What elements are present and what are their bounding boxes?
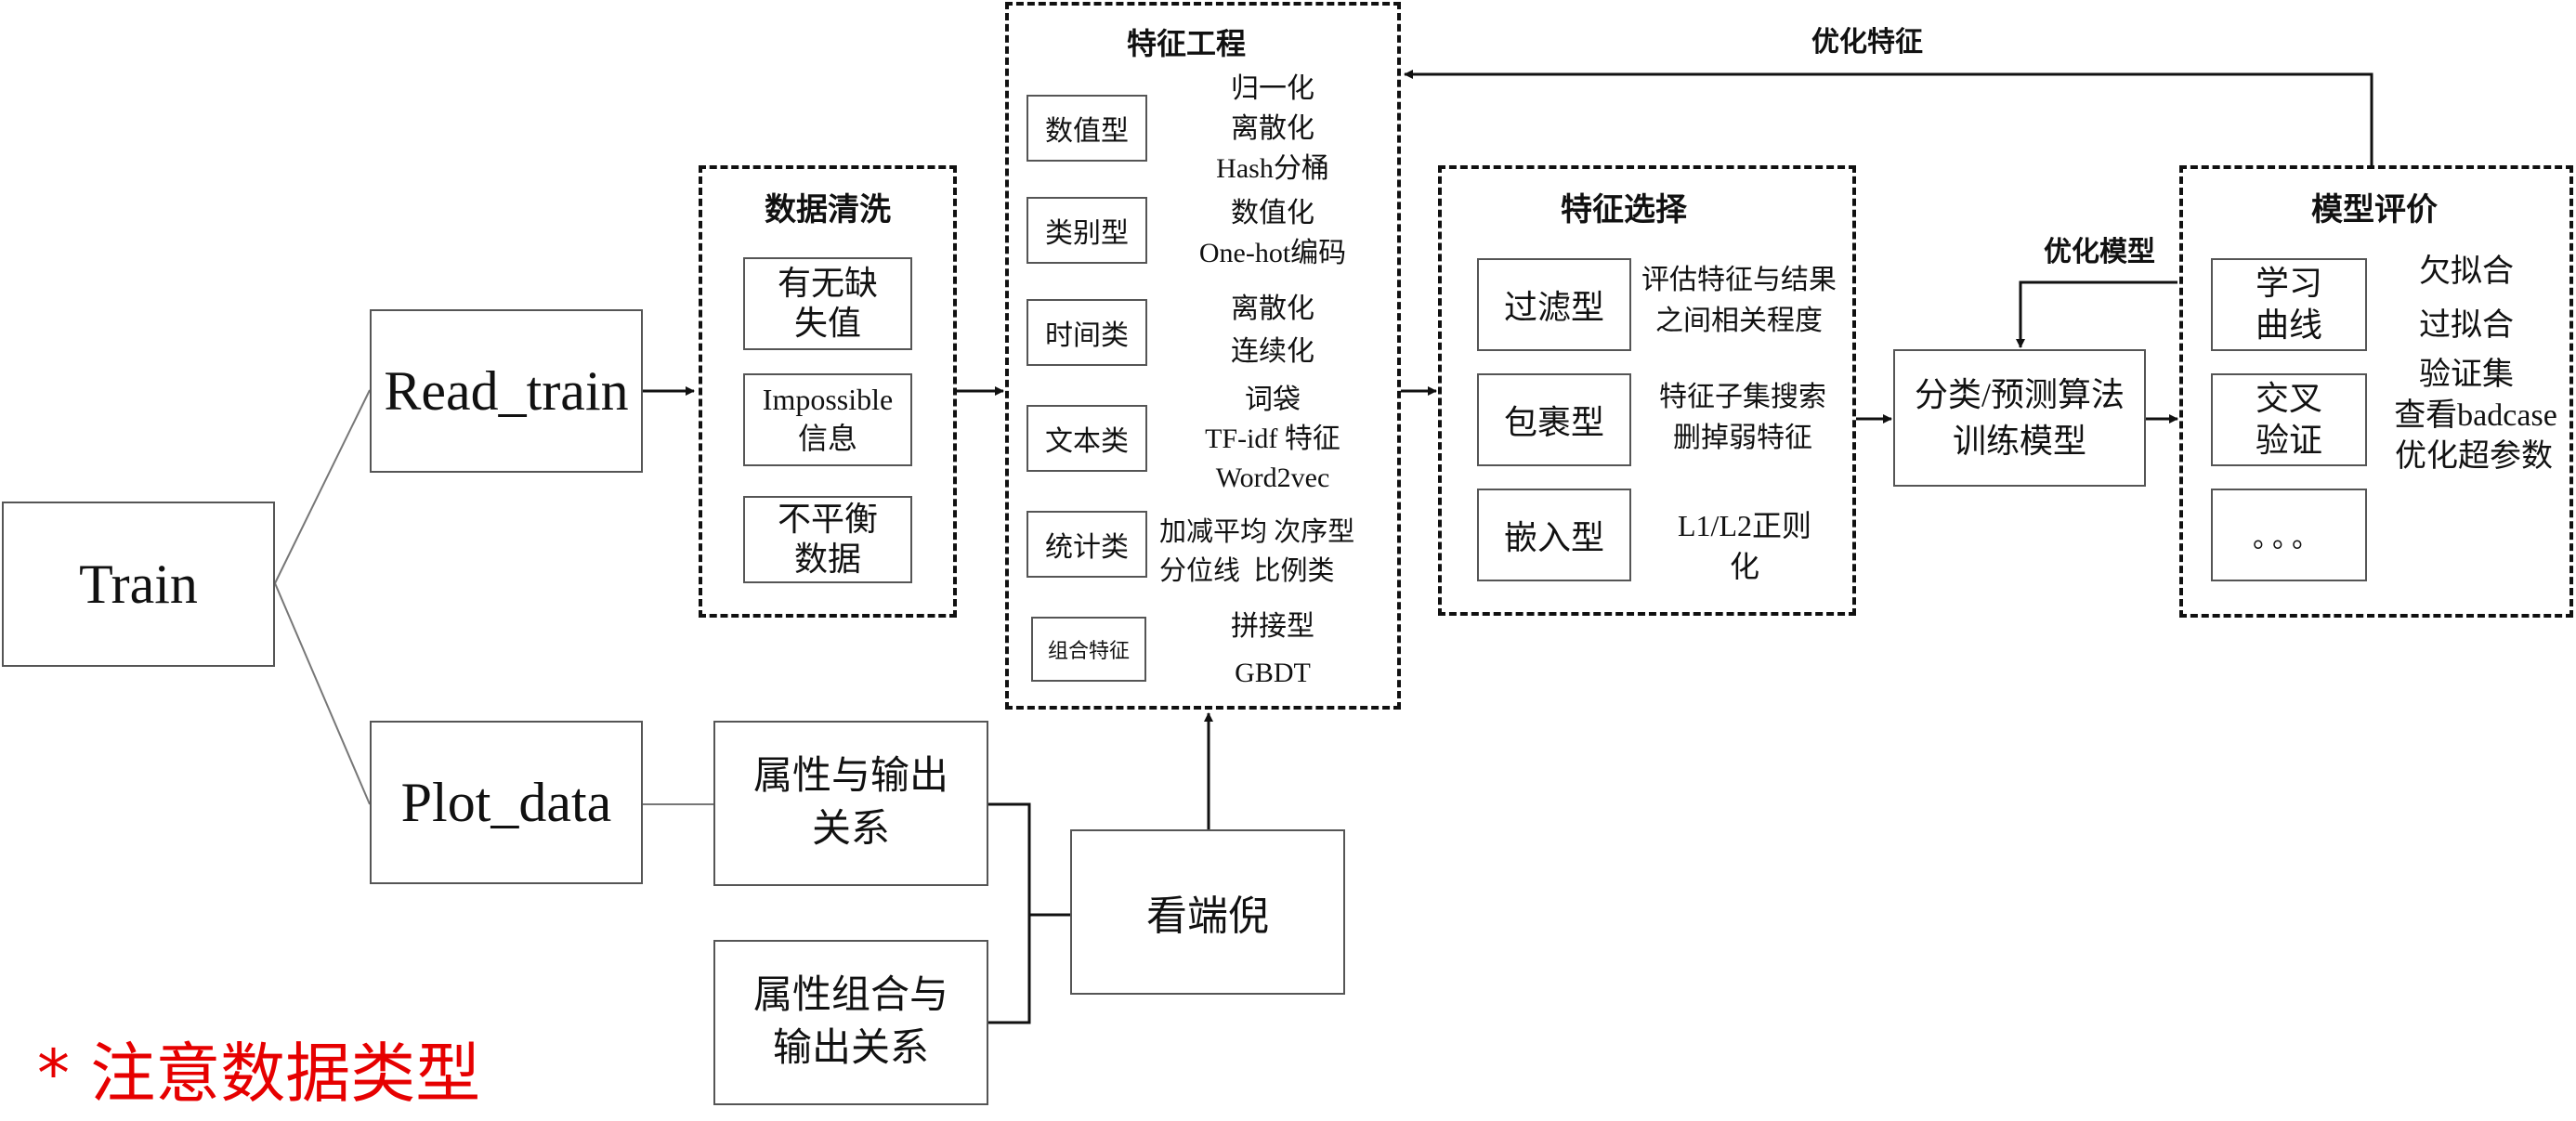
- fe-desc-category-2: One-hot编码: [1198, 238, 1347, 268]
- fe-label-combo-text: 组合特征: [1047, 639, 1130, 662]
- fe-desc-numeric-3: Hash分桶: [1216, 153, 1329, 184]
- eval-note-overfit: 过拟合: [2419, 308, 2514, 343]
- data-type-note: * 注意数据类型: [37, 1036, 481, 1112]
- optimize-feature-label: 优化特征: [1811, 26, 1923, 59]
- optimize-model-label: 优化模型: [2044, 236, 2155, 268]
- fe-desc-category-1: 数值化: [1231, 198, 1314, 228]
- fe-desc-category: 数值化 One-hot编码: [1170, 193, 1375, 273]
- cleaning-item-imbalance-line1: 不平衡: [777, 500, 878, 538]
- eval-note-validation: 验证集: [2419, 358, 2514, 392]
- eval-box-cross-validation: 交叉 验证: [2211, 373, 2367, 466]
- eval-box-cross-validation-2: 验证: [2255, 422, 2322, 459]
- fs-desc-filter-2: 之间相关程度: [1655, 306, 1823, 336]
- fe-desc-numeric-2: 离散化: [1231, 113, 1314, 144]
- feature-selection-group: [1438, 165, 1856, 616]
- fs-desc-embedded-2: 化: [1729, 550, 1759, 583]
- fe-label-text-text: 文本类: [1045, 426, 1129, 457]
- plot-data-label: Plot_data: [400, 771, 612, 833]
- cleaning-item-missing: 有无缺 失值: [743, 257, 912, 350]
- attr-output-line2: 关系: [811, 808, 890, 851]
- cleaning-item-imbalance: 不平衡 数据: [743, 496, 912, 583]
- fe-label-time: 时间类: [1026, 299, 1147, 366]
- fe-desc-numeric-1: 归一化: [1231, 73, 1314, 104]
- model-training-line1: 分类/预测算法: [1914, 375, 2125, 413]
- feature-engineering-group: [1005, 2, 1401, 710]
- look-node: 看端倪: [1070, 829, 1345, 995]
- attr-output-node: 属性与输出 关系: [713, 721, 988, 886]
- eval-box-learning-curve-1: 学习: [2255, 265, 2322, 302]
- train-label: Train: [79, 553, 198, 615]
- model-training-node: 分类/预测算法 训练模型: [1893, 349, 2146, 487]
- fe-label-combo: 组合特征: [1031, 617, 1146, 682]
- train-node: Train: [2, 502, 275, 667]
- eval-note-badcase: 查看badcase: [2394, 398, 2557, 433]
- eval-box-learning-curve: 学习 曲线: [2211, 258, 2367, 351]
- fe-label-stats-text: 统计类: [1045, 532, 1129, 563]
- fe-label-stats: 统计类: [1026, 511, 1147, 578]
- fe-desc-combo: 拼接型 GBDT: [1170, 604, 1375, 697]
- fs-desc-wrapper-2: 删掉弱特征: [1673, 423, 1812, 453]
- eval-box-more: 。。。: [2211, 489, 2367, 581]
- fe-desc-time-1: 离散化: [1231, 293, 1314, 324]
- data-cleaning-title: 数据清洗: [765, 191, 891, 228]
- fe-desc-time-2: 连续化: [1231, 336, 1314, 367]
- model-training-line2: 训练模型: [1952, 423, 2086, 460]
- fe-desc-time: 离散化 连续化: [1170, 288, 1375, 373]
- cleaning-item-missing-line1: 有无缺: [777, 264, 878, 302]
- fe-label-category-text: 类别型: [1045, 218, 1129, 249]
- fe-desc-text-1: 词袋: [1245, 385, 1301, 415]
- cleaning-item-impossible: Impossible 信息: [743, 373, 912, 466]
- eval-box-learning-curve-2: 曲线: [2255, 306, 2322, 344]
- fe-desc-text-2: TF-idf 特征: [1205, 424, 1340, 454]
- fe-label-numeric: 数值型: [1026, 95, 1147, 162]
- eval-box-cross-validation-1: 交叉: [2255, 380, 2322, 417]
- fe-label-time-text: 时间类: [1045, 320, 1129, 351]
- look-label: 看端倪: [1146, 893, 1269, 939]
- fs-desc-filter-1: 评估特征与结果: [1641, 265, 1837, 295]
- fe-label-category: 类别型: [1026, 197, 1147, 264]
- plot-data-node: Plot_data: [370, 721, 643, 884]
- feature-engineering-title: 特征工程: [1126, 26, 1246, 61]
- fe-label-numeric-text: 数值型: [1045, 116, 1129, 147]
- fe-desc-stats: 加减平均 次序型 分位线 比例类: [1159, 513, 1397, 591]
- read-train-node: Read_train: [370, 309, 643, 473]
- fe-desc-combo-1: 拼接型: [1231, 611, 1314, 642]
- cleaning-item-impossible-line1: Impossible: [762, 383, 894, 417]
- model-evaluation-title: 模型评价: [2311, 191, 2438, 228]
- fe-desc-numeric: 归一化 离散化 Hash分桶: [1170, 69, 1375, 189]
- fe-label-text: 文本类: [1026, 405, 1147, 472]
- feature-selection-title: 特征选择: [1561, 191, 1687, 228]
- read-train-label: Read_train: [384, 359, 629, 422]
- data-cleaning-group: [699, 165, 957, 618]
- fs-label-wrapper: 包裹型: [1477, 373, 1631, 466]
- cleaning-item-impossible-line2: 信息: [797, 422, 857, 455]
- eval-box-more-text: 。。。: [2253, 523, 2325, 554]
- fs-desc-wrapper-1: 特征子集搜索: [1659, 382, 1826, 412]
- attr-output-line1: 属性与输出: [752, 755, 948, 799]
- model-evaluation-group: [2179, 165, 2573, 618]
- fs-label-filter-text: 过滤型: [1503, 289, 1604, 326]
- attr-combo-line2: 输出关系: [772, 1027, 929, 1070]
- attr-combo-node: 属性组合与 输出关系: [713, 940, 988, 1105]
- fs-label-embedded-text: 嵌入型: [1503, 519, 1604, 556]
- fs-label-wrapper-text: 包裹型: [1503, 404, 1604, 441]
- fe-desc-combo-2: GBDT: [1235, 658, 1311, 688]
- eval-note-underfit: 欠拟合: [2419, 254, 2514, 289]
- fs-desc-filter: 评估特征与结果 之间相关程度: [1628, 260, 1850, 342]
- cleaning-item-imbalance-line2: 数据: [793, 541, 861, 578]
- fe-desc-text-3: Word2vec: [1215, 463, 1330, 493]
- fs-label-filter: 过滤型: [1477, 258, 1631, 351]
- fs-desc-embedded: L1/L2正则 化: [1635, 505, 1854, 587]
- fe-desc-stats-2: 分位线 比例类: [1159, 556, 1335, 586]
- attr-combo-line1: 属性组合与: [752, 974, 948, 1018]
- eval-note-hyperparams: 优化超参数: [2395, 439, 2553, 474]
- cleaning-item-missing-line2: 失值: [793, 305, 861, 342]
- fs-label-embedded: 嵌入型: [1477, 489, 1631, 581]
- fe-desc-stats-1: 加减平均 次序型: [1159, 517, 1355, 547]
- fs-desc-embedded-1: L1/L2正则: [1678, 509, 1811, 542]
- fe-desc-text: 词袋 TF-idf 特征 Word2vec: [1170, 381, 1375, 498]
- fs-desc-wrapper: 特征子集搜索 删掉弱特征: [1633, 377, 1852, 459]
